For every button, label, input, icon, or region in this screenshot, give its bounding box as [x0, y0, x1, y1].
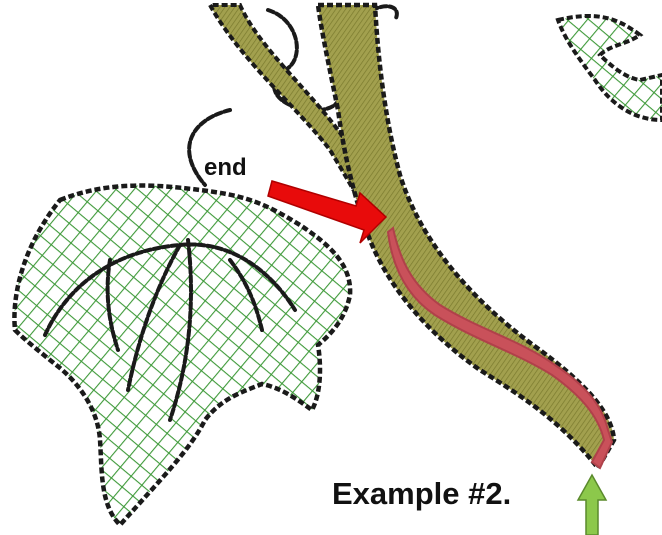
example-caption: Example #2. — [332, 478, 511, 509]
large-leaf — [14, 186, 350, 525]
end-label: end — [204, 156, 247, 180]
start-arrow-icon — [578, 475, 606, 535]
small-leaf-top-right — [558, 16, 662, 120]
